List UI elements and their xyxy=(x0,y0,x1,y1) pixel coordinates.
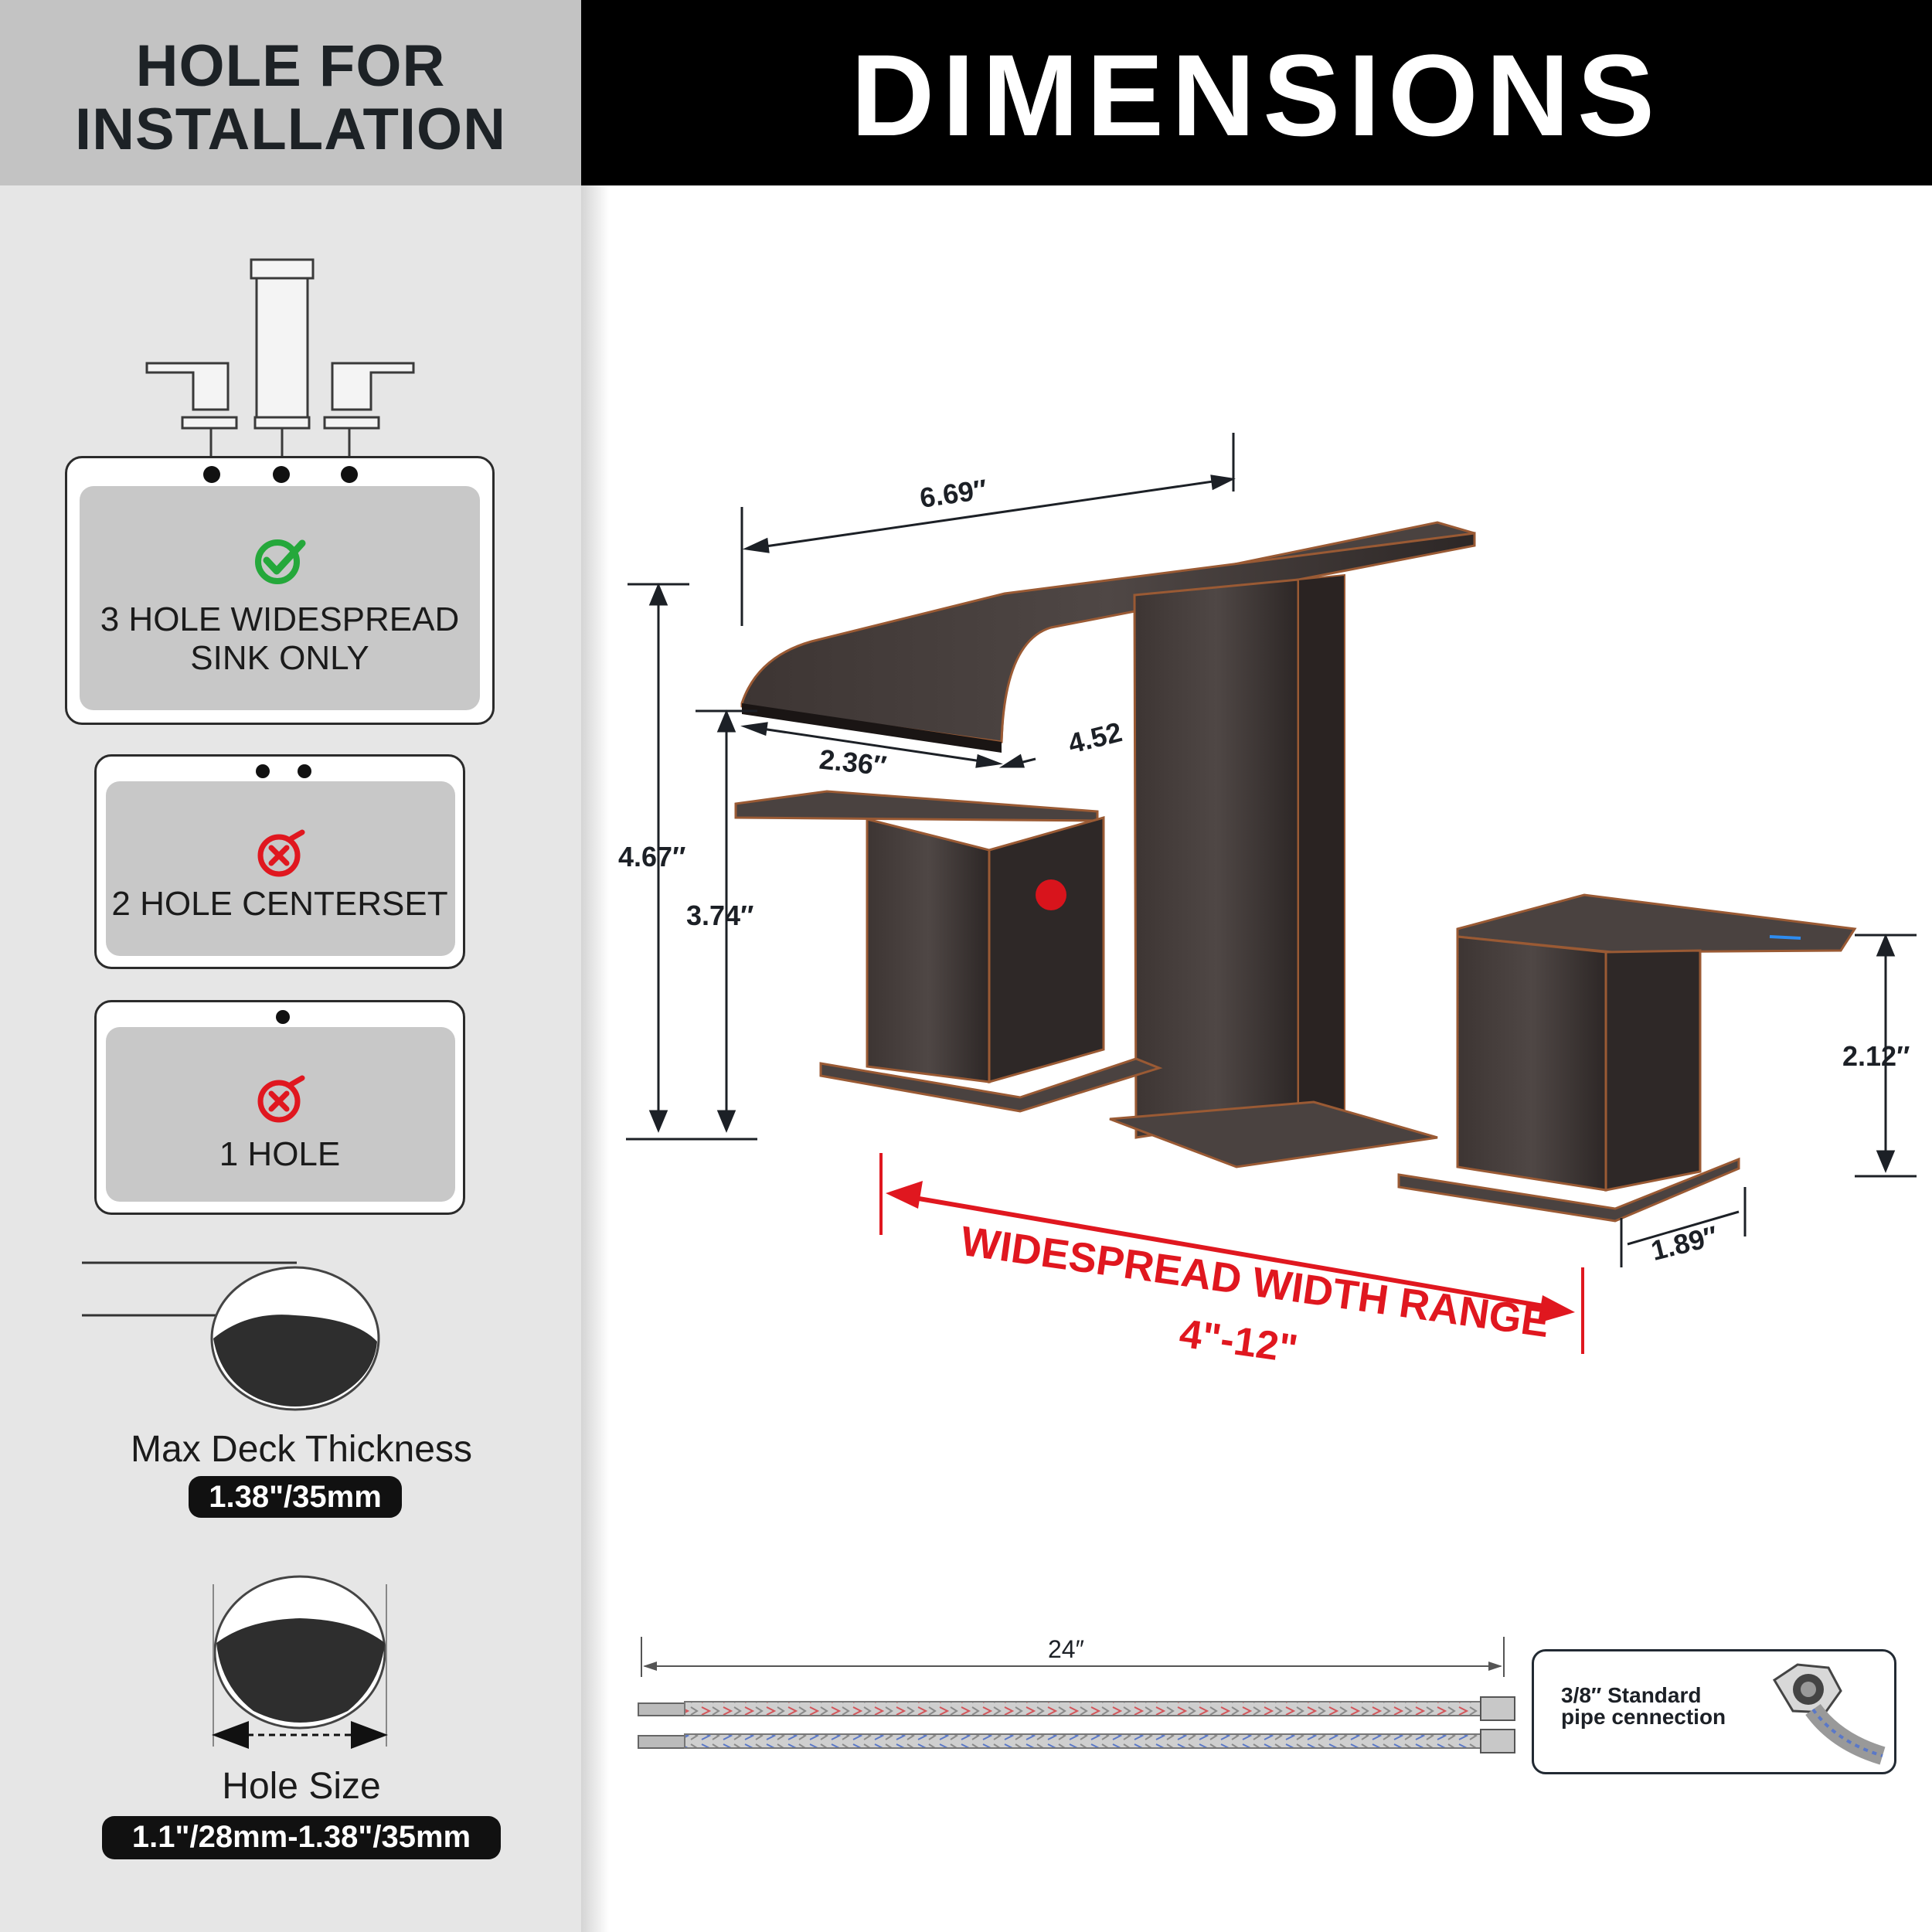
page-title: DIMENSIONS xyxy=(850,30,1663,160)
sink-basin xyxy=(80,486,480,710)
connection-line2: pipe cennection xyxy=(1561,1705,1726,1729)
deck-thickness-value: 1.38"/35mm xyxy=(189,1476,402,1518)
sink-basin xyxy=(106,1027,455,1202)
dimension-right-handle-height: 2.12″ xyxy=(1842,1040,1910,1072)
hole-size-value: 1.1"/28mm-1.38"/35mm xyxy=(102,1816,501,1859)
deck-thickness-caption: Max Deck Thickness xyxy=(131,1429,472,1470)
x-icon xyxy=(257,829,305,877)
right-header xyxy=(581,0,1932,185)
left-title-line1: HOLE FOR xyxy=(135,33,446,99)
dimension-spout-width: 2.36″ xyxy=(818,743,889,782)
option-card-2-hole: 2 HOLE CENTERSET xyxy=(94,754,465,969)
option-label: 3 HOLE WIDESPREAD xyxy=(100,600,460,638)
check-icon xyxy=(255,539,306,584)
option-card-3-hole: 3 HOLE WIDESPREAD SINK ONLY xyxy=(65,456,495,725)
option-card-1-hole: 1 HOLE xyxy=(94,1000,465,1215)
left-header xyxy=(0,0,581,185)
deck-thickness-illustration xyxy=(82,1261,380,1411)
hole-dot xyxy=(256,764,270,778)
left-title: HOLE FOR INSTALLATION xyxy=(0,35,581,162)
dimension-hose-length: 24″ xyxy=(1048,1635,1084,1663)
hole-dot xyxy=(298,764,311,778)
option-label: 2 HOLE CENTERSET xyxy=(111,885,448,923)
faucet-outline-illustration xyxy=(145,258,415,465)
hole-size-caption: Hole Size xyxy=(222,1766,381,1807)
left-title-line2: INSTALLATION xyxy=(75,97,506,162)
connection-info-box xyxy=(1532,1649,1896,1774)
dimension-handle-height: 3.74″ xyxy=(686,900,754,931)
faucet-illustration xyxy=(734,521,1857,1223)
dimension-lines xyxy=(626,433,1917,1267)
connection-line1: 3/8″ Standard xyxy=(1561,1683,1702,1707)
hose-fitting-illustration xyxy=(1772,1663,1886,1765)
hole-dot xyxy=(341,466,358,483)
hole-dot xyxy=(276,1010,290,1024)
x-icon xyxy=(257,1075,305,1123)
option-label: 1 HOLE xyxy=(219,1135,341,1173)
panel-divider xyxy=(581,185,609,1932)
connection-text: 3/8″ Standard pipe cennection xyxy=(1561,1685,1747,1728)
dimension-total-height: 4.67″ xyxy=(618,841,686,872)
option-label-line2: SINK ONLY xyxy=(190,639,369,677)
hole-dot xyxy=(203,466,220,483)
sink-basin xyxy=(106,781,455,956)
hole-dot xyxy=(273,466,290,483)
width-range-lines xyxy=(879,1153,1584,1354)
supply-hoses xyxy=(638,1637,1515,1753)
hole-size-illustration xyxy=(212,1575,388,1749)
